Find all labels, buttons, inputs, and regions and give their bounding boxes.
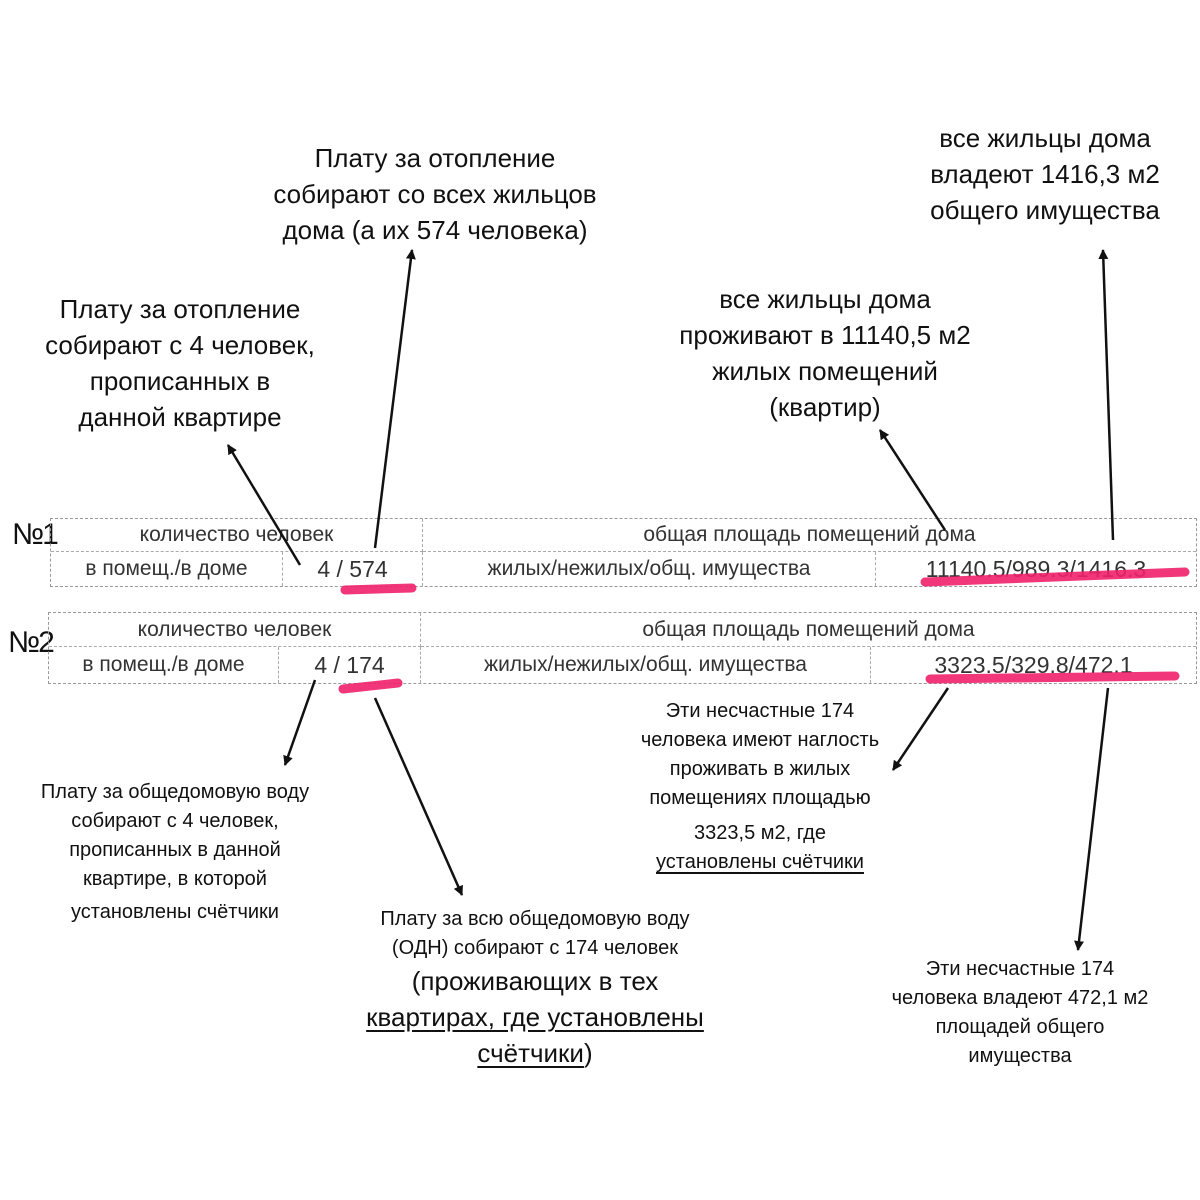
note-living-area: все жильцы дома проживают в 11140,5 м2 ж… [640, 281, 1010, 425]
note-line: ) [583, 1038, 593, 1068]
note-line: все жильцы дома [719, 284, 931, 314]
note-unlucky-property: Эти несчастные 174 человека владеют 472,… [860, 955, 1180, 1071]
note-line: человека владеют 472,1 м2 [891, 987, 1149, 1009]
note-heating-four: Плату за отопление собирают с 4 человек,… [10, 291, 350, 435]
note-line: владеют 1416,3 м2 [930, 159, 1160, 189]
people-header: количество человек [49, 613, 421, 647]
note-line: дома (а их 574 человека) [282, 215, 588, 245]
note-line: прописанных в данной [69, 839, 281, 861]
note-line: данной квартире [78, 402, 282, 432]
arrow-icon [226, 444, 302, 566]
note-line: человека имеют наглость [640, 729, 880, 751]
note-water-four: Плату за общедомовую воду собирают с 4 ч… [5, 778, 345, 927]
table-label-2: №2 [8, 626, 55, 659]
note-line: собирают с 4 человек, [71, 810, 279, 832]
note-line: квартирах, где установлены [366, 1002, 704, 1032]
people-sub: в помещ./в доме [49, 647, 279, 683]
note-line: проживают в 11140,5 м2 [679, 320, 971, 350]
note-line: собирают с 4 человек, [45, 330, 315, 360]
area-header: общая площадь помещений дома [421, 613, 1196, 647]
note-line: собирают со всех жильцов [273, 179, 597, 209]
arrow-icon [891, 687, 950, 771]
note-odn: Плату за всю общедомовую воду (ОДН) соби… [330, 905, 740, 1071]
table-label-1: №1 [12, 518, 59, 551]
note-line: квартире, в которой [83, 868, 267, 890]
note-line: Плату за отопление [59, 294, 301, 324]
note-line: Плату за общедомовую воду [40, 781, 310, 803]
highlight-area-2 [925, 671, 1180, 684]
note-line: Плату за всю общедомовую воду [380, 908, 690, 930]
note-common-property: все жильцы дома владеют 1416,3 м2 общего… [895, 120, 1195, 228]
note-line: Эти несчастные 174 [925, 958, 1115, 980]
highlight-174 [338, 678, 403, 694]
area-header: общая площадь помещений дома [423, 519, 1196, 552]
note-line: имущества [968, 1045, 1072, 1067]
note-line: Эти несчастные 174 [665, 700, 855, 722]
note-line: площадей общего [935, 1016, 1105, 1038]
area-sub: жилых/нежилых/общ. имущества [423, 552, 876, 586]
people-value: 4 / 574 [283, 552, 423, 586]
note-line: общего имущества [930, 195, 1160, 225]
people-value: 4 / 174 [279, 647, 421, 683]
arrow-icon [373, 249, 416, 549]
note-line: помещениях площадью [649, 787, 871, 809]
note-line: (ОДН) собирают с 174 человек [391, 937, 679, 959]
arrow-icon [283, 679, 317, 766]
note-line: установлены счётчики [71, 901, 279, 923]
table-2: количество человек общая площадь помещен… [48, 612, 1197, 684]
note-line: жилых помещений [712, 356, 938, 386]
area-sub: жилых/нежилых/общ. имущества [421, 647, 871, 683]
arrow-icon [1074, 687, 1110, 951]
note-line: Плату за отопление [314, 143, 556, 173]
note-line: прописанных в [89, 366, 271, 396]
note-unlucky-living: Эти несчастные 174 человека имеют наглос… [600, 697, 920, 877]
note-line: счётчики [477, 1038, 584, 1068]
arrow-icon [373, 697, 464, 896]
note-line: (квартир) [769, 392, 881, 422]
table-1: количество человек общая площадь помещен… [50, 518, 1197, 587]
note-line: 3323,5 м2, где [694, 822, 826, 844]
arrow-icon [878, 429, 947, 531]
note-line: установлены счётчики [656, 851, 864, 873]
note-line: все жильцы дома [939, 123, 1151, 153]
highlight-574 [340, 583, 417, 595]
note-heating-all: Плату за отопление собирают со всех жиль… [235, 140, 635, 248]
note-line: (проживающих в тех [411, 966, 659, 996]
people-sub: в помещ./в доме [51, 552, 283, 586]
arrow-icon [1098, 249, 1115, 541]
note-line: проживать в жилых [669, 758, 851, 780]
highlight-area-1 [920, 567, 1190, 587]
